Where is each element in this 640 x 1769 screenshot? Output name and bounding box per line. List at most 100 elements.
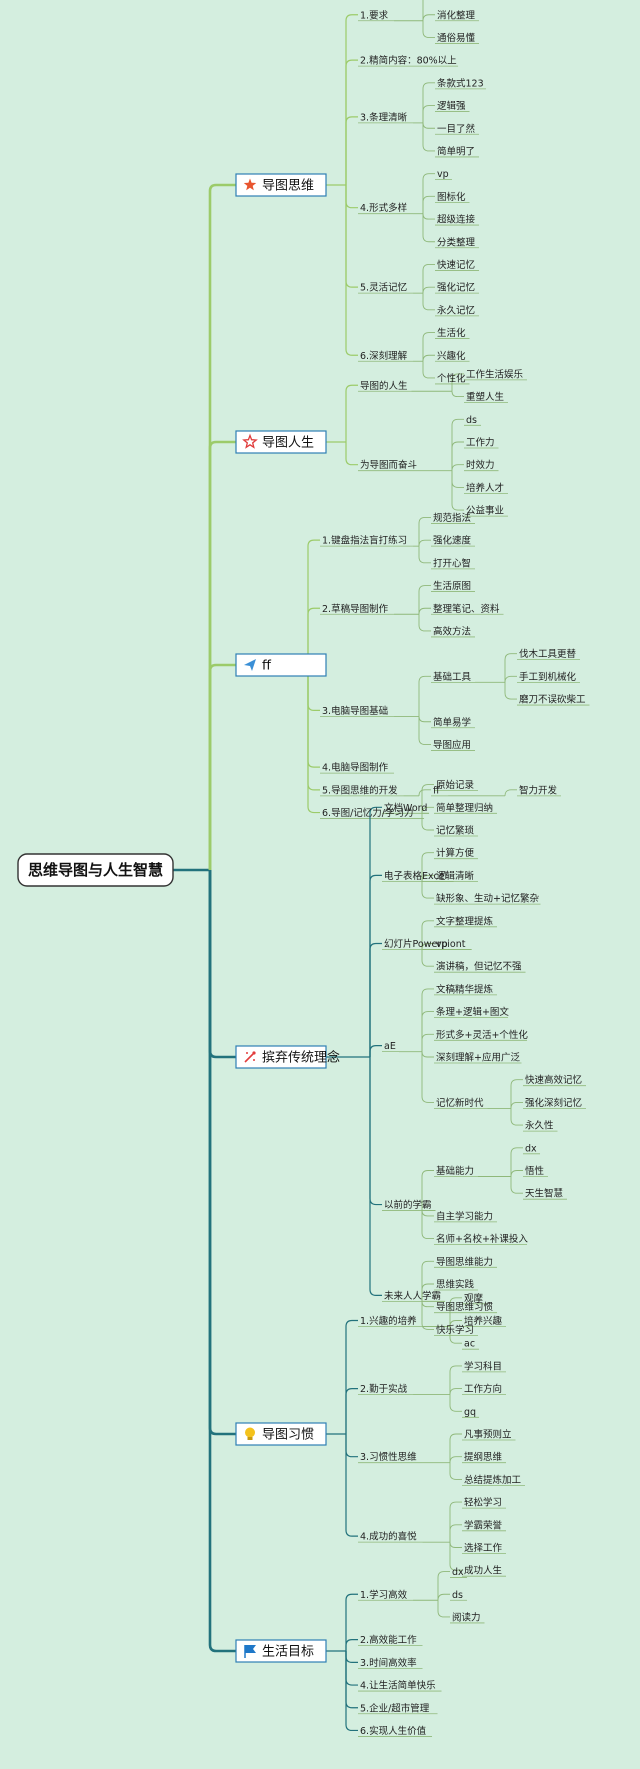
leaf-node[interactable]: 永久记忆 <box>437 304 475 316</box>
topic-node[interactable]: ff <box>433 785 440 796</box>
leaf-node[interactable]: 智力开发 <box>519 784 558 796</box>
leaf-node[interactable]: 一目了然 <box>437 123 476 135</box>
leaf-node[interactable]: 天生智慧 <box>525 1188 564 1200</box>
leaf-node[interactable]: 手工到机械化 <box>519 671 577 683</box>
leaf-node[interactable]: 阅读力 <box>452 1611 481 1623</box>
leaf-node[interactable]: 强化速度 <box>433 535 472 547</box>
leaf-node[interactable]: vp <box>437 169 449 180</box>
topic-node[interactable]: 2.草稿导图制作 <box>322 603 389 615</box>
leaf-node[interactable]: gq <box>464 1407 476 1418</box>
leaf-node[interactable]: 4.让生活简单快乐 <box>360 1680 436 1692</box>
topic-node[interactable]: 6.深刻理解 <box>360 350 408 362</box>
leaf-node[interactable]: 个性化 <box>437 372 466 384</box>
leaf-node[interactable]: 公益事业 <box>466 505 504 517</box>
leaf-node[interactable]: 3.时间高效率 <box>360 1657 417 1669</box>
leaf-node[interactable]: 生活原图 <box>433 580 471 592</box>
topic-node[interactable]: 幻灯片Powerpiont <box>384 938 466 950</box>
topic-node[interactable]: 5.灵活记忆 <box>360 282 407 294</box>
leaf-node[interactable]: 6.实现人生价值 <box>360 1725 427 1737</box>
topic-node[interactable]: 1.要求 <box>360 9 389 21</box>
leaf-node[interactable]: 悟性 <box>525 1165 545 1177</box>
leaf-node[interactable]: 培养人才 <box>466 482 504 494</box>
main-topic[interactable]: 导图习惯 <box>235 1422 327 1446</box>
leaf-node[interactable]: 条款式123 <box>437 77 484 89</box>
leaf-node[interactable]: 快乐学习 <box>436 1324 474 1336</box>
topic-node[interactable]: 1.兴趣的培养 <box>360 1315 417 1327</box>
topic-node[interactable]: 3.习惯性思维 <box>360 1451 417 1463</box>
leaf-node[interactable]: 强化深刻记忆 <box>525 1097 582 1109</box>
leaf-node[interactable]: 导图思维习惯 <box>436 1301 494 1313</box>
leaf-node[interactable]: dx <box>525 1143 537 1154</box>
leaf-node[interactable]: 自主学习能力 <box>436 1210 493 1222</box>
leaf-node[interactable]: 伐木工具更替 <box>519 648 577 660</box>
leaf-node[interactable]: 形式多+灵活+个性化 <box>436 1029 528 1041</box>
leaf-node[interactable]: 条理+逻辑+图文 <box>436 1006 509 1018</box>
leaf-node[interactable]: 原始记录 <box>436 779 475 791</box>
leaf-node[interactable]: 学霸荣誉 <box>464 1519 503 1531</box>
leaf-node[interactable]: 兴趣化 <box>437 350 466 362</box>
main-topic[interactable]: 导图人生 <box>235 430 327 454</box>
leaf-node[interactable]: 高效方法 <box>433 625 471 637</box>
leaf-node[interactable]: 导图思维能力 <box>436 1256 493 1268</box>
leaf-node[interactable]: 快速记忆 <box>437 259 475 271</box>
topic-node[interactable]: 以前的学霸 <box>384 1199 432 1211</box>
leaf-node[interactable]: 文字整理提炼 <box>436 915 494 927</box>
leaf-node[interactable]: 导图应用 <box>433 739 471 751</box>
leaf-node[interactable]: 深刻理解+应用广泛 <box>436 1052 520 1064</box>
leaf-node[interactable]: 4.电脑导图制作 <box>322 762 389 774</box>
leaf-node[interactable]: 5.企业/超市管理 <box>360 1702 430 1714</box>
leaf-node[interactable]: 生活化 <box>437 327 466 339</box>
leaf-node[interactable]: 整理笔记、资料 <box>433 603 500 615</box>
leaf-node[interactable]: 逻辑强 <box>437 100 466 112</box>
leaf-node[interactable]: 轻松学习 <box>464 1497 502 1509</box>
leaf-node[interactable]: 通俗易懂 <box>437 32 476 44</box>
leaf-node[interactable]: 永久性 <box>525 1120 554 1132</box>
leaf-node[interactable]: 学习科目 <box>464 1360 502 1372</box>
leaf-node[interactable]: 简单明了 <box>437 145 475 157</box>
main-topic[interactable]: 导图思维 <box>235 173 327 197</box>
leaf-node[interactable]: 图标化 <box>437 191 466 203</box>
root-node[interactable]: 思维导图与人生智慧 <box>17 853 174 887</box>
leaf-node[interactable]: 逻辑清晰 <box>436 870 475 882</box>
leaf-node[interactable]: 名师+名校+补课投入 <box>436 1233 528 1245</box>
leaf-node[interactable]: 选择工作 <box>464 1542 503 1554</box>
topic-node[interactable]: 未来人人学霸 <box>384 1290 441 1302</box>
leaf-node[interactable]: 2.高效能工作 <box>360 1634 417 1646</box>
leaf-node[interactable]: ds <box>452 1590 463 1601</box>
leaf-node[interactable]: 时效力 <box>466 459 495 471</box>
leaf-node[interactable]: 工作力 <box>466 437 495 449</box>
leaf-node[interactable]: 规范指法 <box>433 512 471 524</box>
leaf-node[interactable]: 简单整理归纳 <box>436 802 493 814</box>
leaf-node[interactable]: 重塑人生 <box>466 391 505 403</box>
leaf-node[interactable]: 工作方向 <box>464 1383 502 1395</box>
topic-node[interactable]: 记忆新时代 <box>436 1097 484 1109</box>
topic-node[interactable]: 4.成功的喜悦 <box>360 1531 417 1543</box>
leaf-node[interactable]: 6.导图/记忆力/学习力 <box>322 807 413 819</box>
main-topic[interactable]: 摈弃传统理念 <box>235 1045 340 1069</box>
leaf-node[interactable]: 简单易学 <box>433 716 471 728</box>
leaf-node[interactable]: 超级连接 <box>437 214 476 226</box>
main-topic[interactable]: ff <box>235 653 327 677</box>
leaf-node[interactable]: 思维实践 <box>436 1279 475 1291</box>
topic-node[interactable]: 1.键盘指法盲打练习 <box>322 535 407 547</box>
leaf-node[interactable]: 总结提炼加工 <box>464 1474 522 1486</box>
leaf-node[interactable]: 工作生活娱乐 <box>466 368 524 380</box>
leaf-node[interactable]: 打开心智 <box>433 557 471 569</box>
topic-node[interactable]: 基础能力 <box>436 1165 474 1177</box>
main-topic[interactable]: 生活目标 <box>235 1639 327 1663</box>
leaf-node[interactable]: 消化整理 <box>437 9 476 21</box>
leaf-node[interactable]: 观摩 <box>464 1292 484 1304</box>
leaf-node[interactable]: vp <box>436 939 448 950</box>
topic-node[interactable]: 3.条理清晰 <box>360 111 408 123</box>
topic-node[interactable]: 基础工具 <box>433 671 472 683</box>
topic-node[interactable]: 3.电脑导图基础 <box>322 705 388 717</box>
leaf-node[interactable]: 强化记忆 <box>437 282 475 294</box>
leaf-node[interactable]: 计算方便 <box>436 847 475 859</box>
topic-node[interactable]: 文档Word <box>384 802 427 814</box>
leaf-node[interactable]: 演讲稿，但记忆不强 <box>436 961 522 973</box>
leaf-node[interactable]: 2.精简内容：80%以上 <box>360 55 457 67</box>
topic-node[interactable]: 1.学习高效 <box>360 1589 408 1601</box>
leaf-node[interactable]: 磨刀不误砍柴工 <box>519 694 586 706</box>
leaf-node[interactable]: 快速高效记忆 <box>525 1074 582 1086</box>
topic-node[interactable]: 导图的人生 <box>360 380 408 392</box>
